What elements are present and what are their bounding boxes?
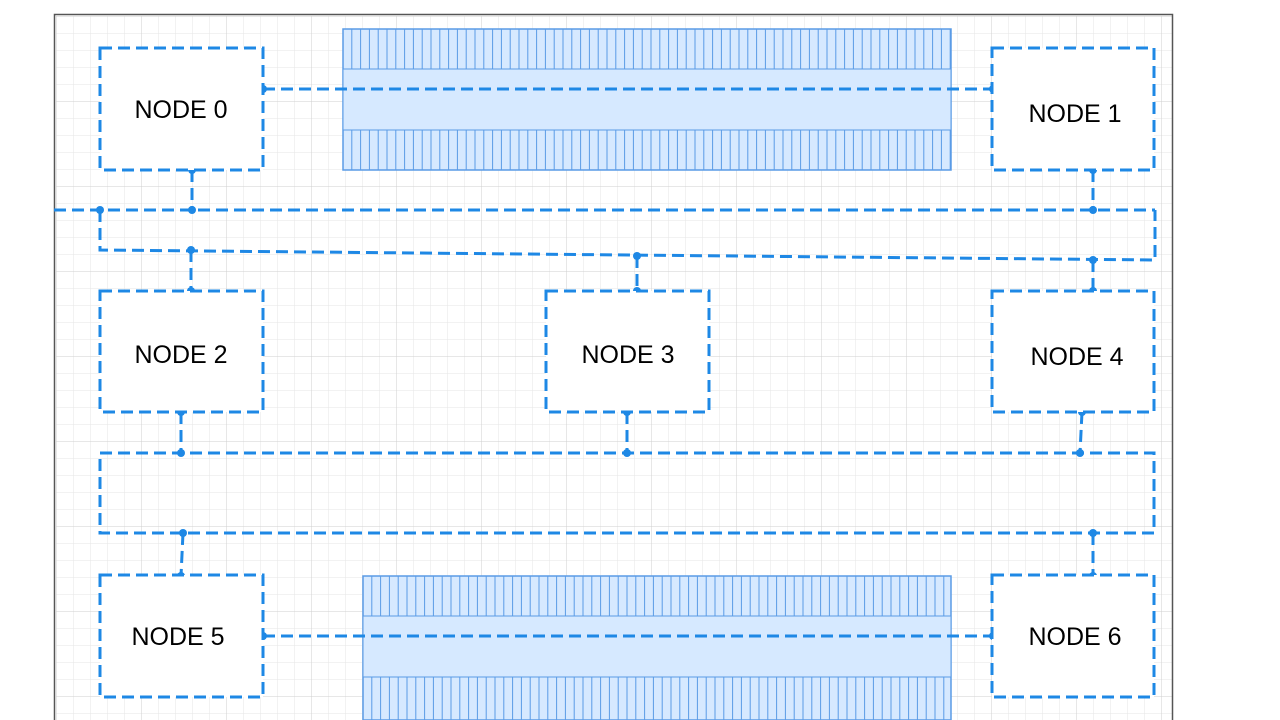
node-3-label: NODE 3: [581, 341, 674, 369]
node-2-label: NODE 2: [134, 341, 227, 369]
node-6[interactable]: NODE 6: [990, 573, 1156, 699]
node-boxes: NODE 0 NODE 1 NODE 2 NODE 3 NODE 4 NODE …: [98, 46, 1156, 699]
junction-dot: [1076, 449, 1084, 457]
junction-dot: [188, 206, 196, 214]
junction-dot: [179, 529, 187, 537]
node-1[interactable]: NODE 1: [990, 46, 1156, 172]
junction-dot: [177, 449, 185, 457]
junction-dot: [1089, 256, 1097, 264]
node-6-label: NODE 6: [1028, 623, 1121, 651]
node-5-label: NODE 5: [131, 623, 224, 651]
junction-dot: [96, 206, 104, 214]
node-4[interactable]: NODE 4: [990, 289, 1156, 414]
link-loop-node5: [179, 532, 185, 577]
junction-dot: [633, 252, 641, 260]
node-2[interactable]: NODE 2: [98, 289, 265, 414]
top-bus-bar: [342, 28, 952, 171]
junction-dot: [623, 449, 631, 457]
link-node4-loop: [1078, 411, 1084, 454]
node-3[interactable]: NODE 3: [544, 289, 711, 414]
junction-dot: [1089, 206, 1097, 214]
bottom-bus-bar: [362, 575, 952, 720]
node-1-label: NODE 1: [1028, 100, 1121, 128]
junction-dot: [187, 246, 195, 254]
node-0-label: NODE 0: [134, 96, 227, 124]
node-0[interactable]: NODE 0: [98, 46, 265, 172]
junction-dot: [1089, 529, 1097, 537]
rail-lower: [98, 210, 1157, 262]
node-4-label: NODE 4: [1030, 343, 1123, 371]
node-5[interactable]: NODE 5: [98, 573, 265, 699]
